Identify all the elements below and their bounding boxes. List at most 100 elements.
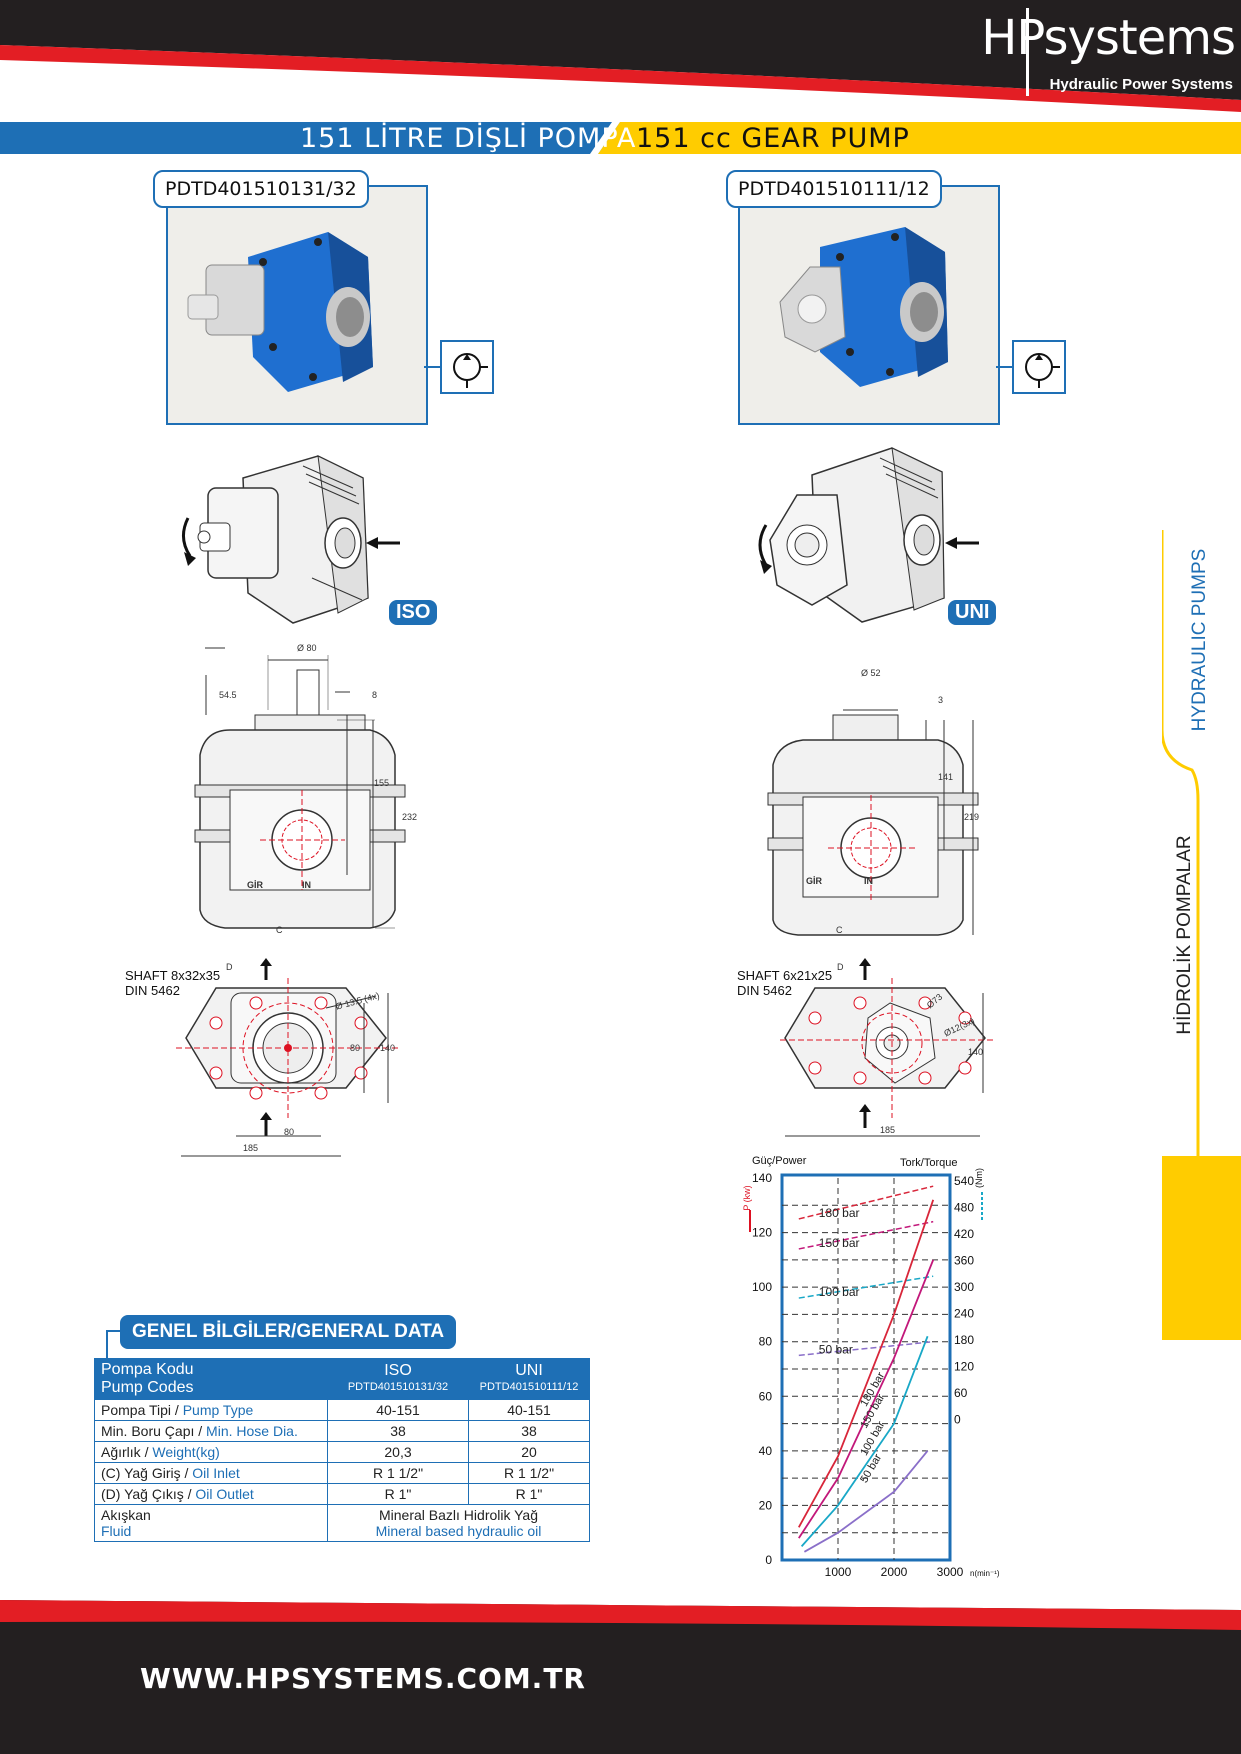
- dim-flange: 3: [938, 695, 944, 705]
- row-label-en: Pump Type: [182, 1402, 254, 1418]
- chart-torque-label: 50 bar: [819, 1342, 853, 1356]
- inlet-label-en: IN: [302, 880, 311, 890]
- chart-torque-label: 100 bar: [819, 1285, 860, 1299]
- chart-torque-line: [798, 1220, 934, 1250]
- row-label: Min. Boru Çapı / Min. Hose Dia.: [94, 1420, 328, 1442]
- side-label-tr: HİDROLİK POMPALAR: [1174, 800, 1215, 1034]
- dim-body-height: 140: [968, 1047, 984, 1057]
- row-label-en: Min. Hose Dia.: [206, 1423, 298, 1439]
- chart-x-tick: 1000: [825, 1565, 852, 1579]
- inlet-label-en: IN: [864, 876, 873, 886]
- chart-y-tick-left: 80: [759, 1335, 773, 1349]
- iso-badge: ISO: [389, 600, 438, 625]
- chart-y-tick-right: 360: [954, 1254, 974, 1268]
- chart-torque-label: 150 bar: [819, 1236, 860, 1250]
- dim-outlet-label: D: [837, 962, 844, 972]
- chart-title-left: Güç/Power: [752, 1155, 807, 1167]
- row-label-en: Weight(kg): [152, 1444, 220, 1460]
- table-row: Min. Boru Çapı / Min. Hose Dia. 38 38: [94, 1420, 590, 1442]
- chart-x-tick: 3000: [937, 1565, 964, 1579]
- dim-shaft-length: 54.5: [219, 690, 237, 700]
- chart-y-tick-left: 40: [759, 1444, 773, 1458]
- uni-pump-code: PDTD401510111/12: [726, 170, 942, 208]
- row-uni-value: 20: [468, 1441, 590, 1463]
- uni-shaft-label: SHAFT 6x21x25: [737, 968, 833, 983]
- uni-front-view-drawing: [780, 958, 1000, 1140]
- dim-bolt-spacing-v: 80: [350, 1043, 361, 1053]
- dim-body-width: 185: [880, 1125, 896, 1135]
- row-uni-value: R 1": [468, 1483, 590, 1505]
- iso-front-view-drawing: [176, 958, 406, 1158]
- chart-y-tick-right: 480: [954, 1201, 974, 1215]
- row-iso-value: 40-151: [327, 1399, 469, 1421]
- dim-shaft-diameter: Ø 80: [297, 643, 317, 653]
- table-frame: [106, 1330, 122, 1332]
- uni-pump-drawing: [752, 440, 1002, 630]
- dim-total-height: 232: [402, 812, 418, 822]
- row-iso-value: R 1 1/2": [327, 1462, 469, 1484]
- chart-power-line: [798, 1199, 935, 1528]
- chart-y-tick-left: 100: [752, 1280, 772, 1294]
- chart-y-tick-right: 180: [954, 1333, 974, 1347]
- chart-y-tick-left: 120: [752, 1226, 772, 1240]
- chart-plot-area: [780, 1173, 952, 1562]
- row-uni-value: 38: [468, 1420, 590, 1442]
- row-label-tr: Min. Boru Çapı /: [101, 1423, 207, 1439]
- header-label-tr: Pompa Kodu: [101, 1361, 194, 1378]
- chart-power-line: [803, 1450, 929, 1553]
- iso-side-view-drawing: [175, 640, 435, 935]
- row-label-en: Oil Inlet: [192, 1465, 240, 1481]
- row-iso-value: R 1": [327, 1483, 469, 1505]
- chart-y-tick-right: 300: [954, 1280, 974, 1294]
- chart-y-tick-left: 140: [752, 1171, 772, 1185]
- dim-body-width: 185: [243, 1143, 259, 1153]
- dim-body-height: 140: [380, 1043, 396, 1053]
- dim-flange: 8: [372, 690, 378, 700]
- footer-website-link[interactable]: WWW.HPSYSTEMS.COM.TR: [140, 1662, 586, 1695]
- row-label: Pompa Tipi / Pump Type: [94, 1399, 328, 1421]
- chart-y-tick-right: 240: [954, 1307, 974, 1321]
- row-label: Ağırlık / Weight(kg): [94, 1441, 328, 1463]
- chart-torque-line: [798, 1185, 934, 1220]
- header-iso-code: PDTD401510131/32: [347, 1381, 449, 1393]
- row-uni-value: 40-151: [468, 1399, 590, 1421]
- header-uni-label: UNI: [515, 1362, 543, 1379]
- dim-bolt-spacing-h: 80: [284, 1127, 295, 1137]
- fluid-value-en: Mineral based hydraulic oil: [375, 1523, 542, 1539]
- side-label-tr-text: HİDROLİK POMPALAR: [1174, 835, 1195, 1035]
- side-label-en: HYDRAULIC PUMPS: [1185, 540, 1215, 740]
- dim-inlet-label: C: [836, 925, 843, 935]
- inlet-label-tr: GİR: [806, 876, 823, 886]
- chart-x-tick: 2000: [881, 1565, 908, 1579]
- header-iso-label: ISO: [384, 1362, 412, 1379]
- chart-y-label-right: (Nm): [974, 1168, 984, 1188]
- row-label-en: Fluid: [101, 1523, 132, 1539]
- title-turkish: 151 LİTRE DİŞLİ POMPA: [300, 123, 637, 154]
- chart-y-tick-left: 0: [765, 1553, 772, 1567]
- row-label-tr: (C) Yağ Giriş /: [101, 1465, 193, 1481]
- row-iso-value: 38: [327, 1420, 469, 1442]
- dim-outlet-label: D: [226, 962, 233, 972]
- uni-shaft-standard: DIN 5462: [737, 983, 792, 998]
- chart-y-tick-right: 420: [954, 1227, 974, 1241]
- uni-side-view-drawing: [748, 665, 998, 940]
- table-row: (C) Yağ Giriş / Oil Inlet R 1 1/2" R 1 1…: [94, 1462, 590, 1484]
- chart-torque-line: [798, 1340, 934, 1357]
- hydraulic-symbol-icon: [1012, 340, 1066, 394]
- chart-y-tick-left: 60: [759, 1389, 773, 1403]
- footer-banner: [0, 1600, 1241, 1754]
- iso-shaft-standard: DIN 5462: [125, 983, 180, 998]
- chart-y-tick-left: 20: [759, 1498, 773, 1512]
- logo: HPsystems: [981, 10, 1236, 66]
- general-data-title: GENEL BİLGİLER/GENERAL DATA: [120, 1315, 457, 1349]
- chart-power-line: [800, 1335, 929, 1547]
- row-label: (D) Yağ Çıkış / Oil Outlet: [94, 1483, 328, 1505]
- iso-pump-drawing: [178, 448, 428, 630]
- chart-x-label: n(min⁻¹): [970, 1569, 1000, 1578]
- logo-tagline: Hydraulic Power Systems: [1049, 76, 1233, 93]
- side-label-en-text: HYDRAULIC PUMPS: [1189, 548, 1210, 732]
- dim-height: 155: [374, 778, 390, 788]
